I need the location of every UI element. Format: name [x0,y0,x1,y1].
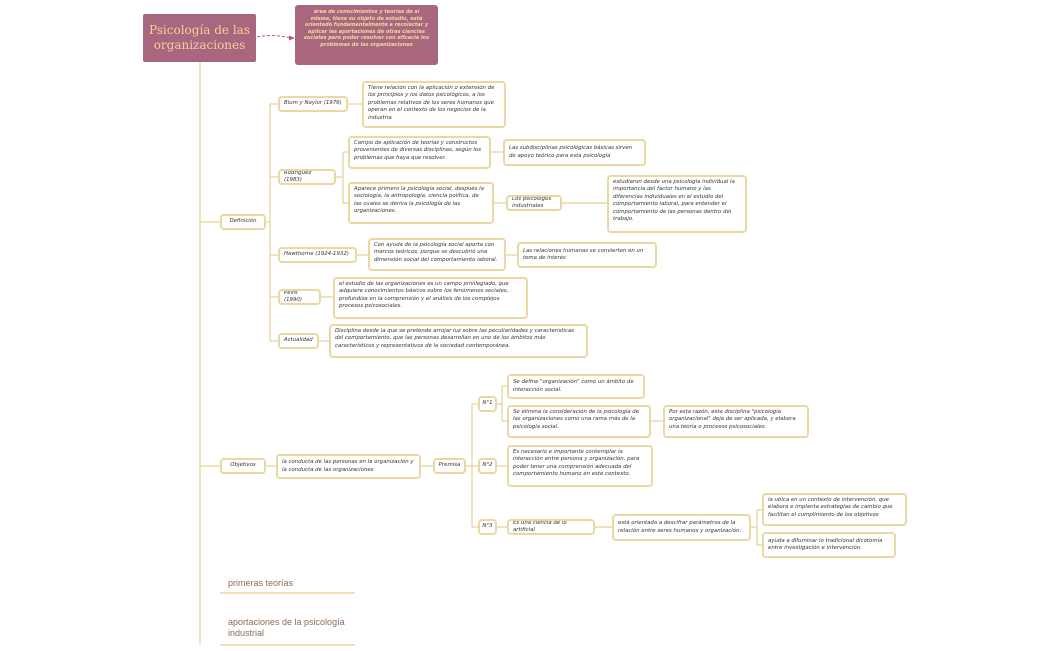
n3-node[interactable]: N°3 [478,519,497,535]
relaciones-humanas-text[interactable]: Las relaciones humanas se convierten en … [517,242,657,268]
n1-organizacion-text[interactable]: Se define "organización" como un ámbito … [507,374,645,399]
conducta-text[interactable]: la conducta de las personas en la organi… [276,454,421,479]
n3-descifrar-text[interactable]: está orientada a descifrar parámetros de… [612,514,751,541]
blum-naylor-node[interactable]: Blum y Naylor (1976) [278,96,348,112]
n1-elimina-text[interactable]: Se elimina la consideración de la psicol… [507,405,651,438]
rodriguez-campo-text[interactable]: Campo de aplicación de teorías y constru… [348,136,491,169]
n3-dicotomia-text[interactable]: ayuda a difuminar lo tradicional dicotom… [762,532,896,558]
subdisciplinas-text[interactable]: Las subdisciplinas psicológicas básicas … [503,139,646,166]
blum-naylor-text[interactable]: Tiene relación con la aplicación o exten… [362,81,506,128]
n1-node[interactable]: N°1 [478,396,497,412]
hawthorne-node[interactable]: Hawthorne (1924-1932) [278,247,357,263]
n2-interaccion-text[interactable]: Es necesario e importante contemplar la … [507,445,653,487]
estudiaron-text[interactable]: estudiaron desde una psicología individu… [607,175,747,233]
objetivos-node[interactable]: Objetivos [220,458,266,474]
peiro-node[interactable]: Peiró (1990) [278,289,321,305]
peiro-text[interactable]: el estudio de las organizaciones es un c… [333,277,528,319]
actualidad-node[interactable]: Actualidad [278,333,319,349]
psicologos-industriales-node[interactable]: Los psicólogos industriales [506,195,562,211]
topic-primeras-teorias[interactable]: primeras teorías [228,578,294,588]
rodriguez-node[interactable]: Rodríguez (1983) [278,169,336,185]
actualidad-text[interactable]: Disciplina desde la que se pretende arro… [329,324,588,358]
hawthorne-text[interactable]: Con ayuda de la psicología social aporta… [368,238,506,271]
root-title[interactable]: Psicología de las organizaciones [143,14,256,62]
n2-node[interactable]: N°2 [478,458,497,474]
definicion-node[interactable]: Definición [220,214,266,230]
n1-razon-text[interactable]: Por esta razón, esta disciplina "psicolo… [663,405,809,438]
premisa-node[interactable]: Premisa [433,458,466,474]
n3-ciencia-text[interactable]: Es una ciencia de lo artificial [507,519,595,535]
root-definition[interactable]: área de conocimientos y teorías de sí mi… [295,5,438,65]
n3-intervencion-text[interactable]: la ubica en un contexto de intervención,… [762,493,907,526]
topic-aportaciones-psicologia-industrial[interactable]: aportaciones de la psicología industrial [228,617,345,639]
rodriguez-aparece-text[interactable]: Aparece primero la psicología social, de… [348,182,494,224]
